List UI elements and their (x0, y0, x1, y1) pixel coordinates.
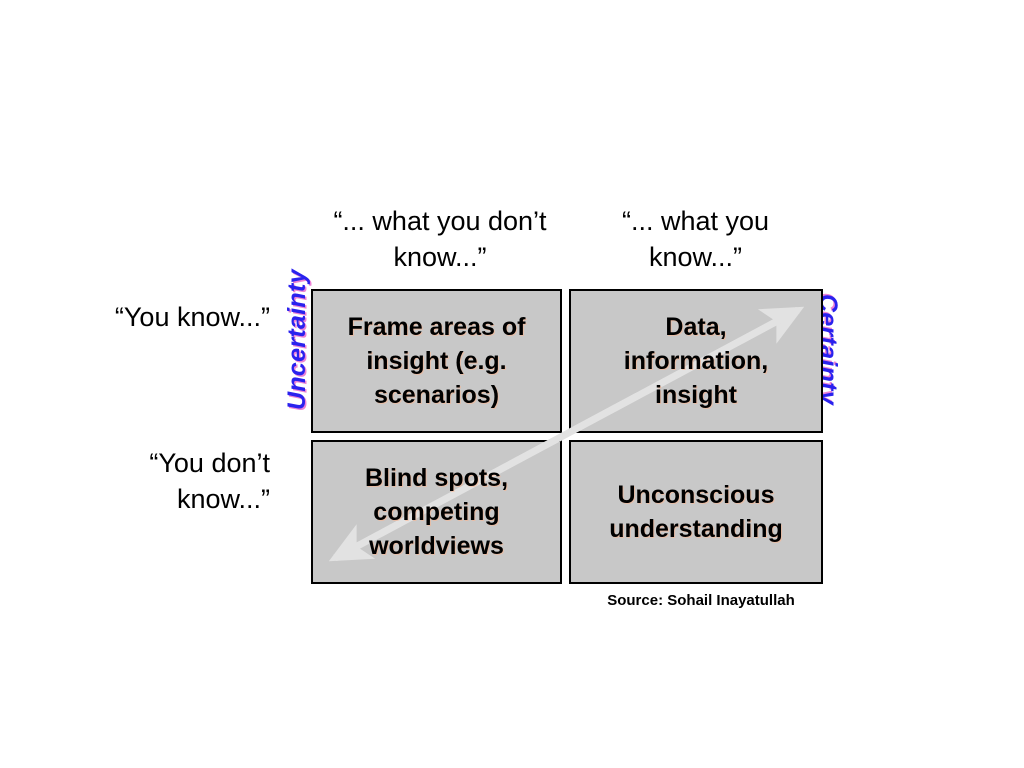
quadrant-top-left[interactable]: Frame areas of insight (e.g. scenarios) (311, 289, 562, 433)
quadrant-bottom-left[interactable]: Blind spots, competing worldviews (311, 440, 562, 584)
quadrant-bottom-right-label: Unconscious understanding (609, 481, 783, 543)
source-credit: Source: Sohail Inayatullah (607, 592, 795, 609)
quadrant-bottom-right[interactable]: Unconscious understanding (569, 440, 823, 584)
quadrant-top-right[interactable]: Data, information, insight (569, 289, 823, 433)
quadrant-top-right-label: Data, information, insight (623, 313, 769, 409)
quadrant-top-left-label: Frame areas of insight (e.g. scenarios) (347, 313, 526, 409)
row-label-you-dont-know: “You don’t know...” (149, 448, 270, 514)
quadrant-bottom-left-label: Blind spots, competing worldviews (364, 464, 509, 560)
axis-label-uncertainty: Uncertainty (283, 269, 311, 410)
quadrant-matrix: Frame areas of insight (e.g. scenarios) … (311, 289, 823, 584)
column-header-dont-know: “... what you don’t know...” (333, 206, 547, 272)
column-header-know: “... what you know...” (621, 206, 770, 272)
row-label-you-know: “You know...” (114, 302, 270, 332)
